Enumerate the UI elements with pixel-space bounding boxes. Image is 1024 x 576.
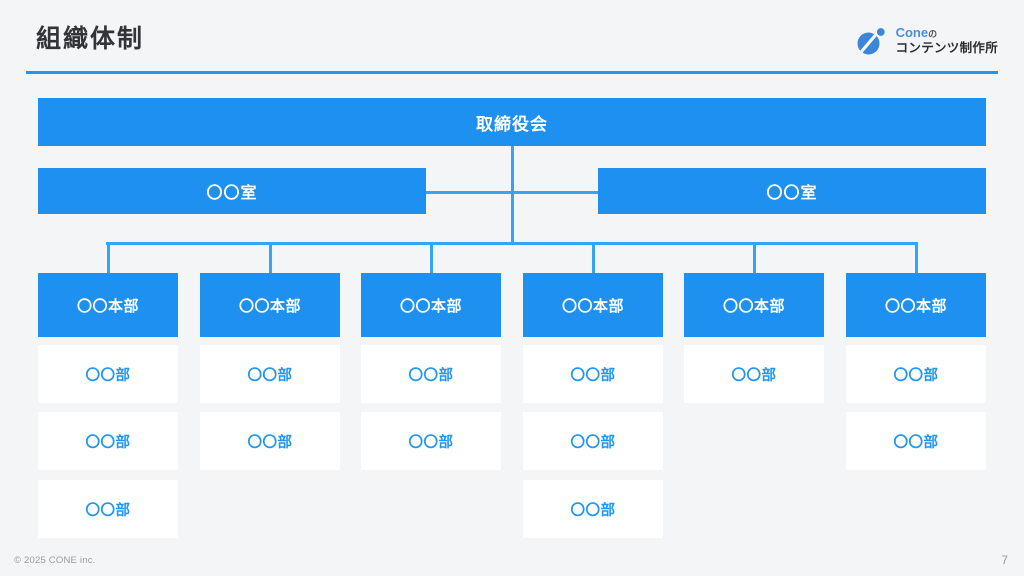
footer-copyright: © 2025 CONE inc. — [14, 555, 96, 566]
page-title: 組織体制 — [36, 25, 145, 53]
brand-logo: Coneの コンテンツ制作所 — [855, 22, 998, 60]
brand-logo-text: Coneの コンテンツ制作所 — [895, 25, 998, 56]
org-node-department-6-1-label: 〇〇部 — [893, 367, 939, 384]
connector-division-drop-1 — [107, 242, 110, 273]
org-node-department-2-2: 〇〇部 — [200, 412, 340, 470]
org-node-division-4: 〇〇本部 — [523, 273, 663, 337]
org-node-division-3-label: 〇〇本部 — [399, 297, 462, 315]
org-node-department-3-2: 〇〇部 — [361, 412, 501, 470]
org-node-division-5: 〇〇本部 — [684, 273, 824, 337]
org-node-division-1: 〇〇本部 — [38, 273, 178, 337]
connector-division-bus — [106, 242, 918, 245]
org-node-department-4-2-label: 〇〇部 — [570, 434, 616, 451]
org-node-division-2-label: 〇〇本部 — [238, 297, 301, 315]
org-node-division-2: 〇〇本部 — [200, 273, 340, 337]
org-node-office-2: 〇〇室 — [598, 168, 986, 214]
org-node-division-3: 〇〇本部 — [361, 273, 501, 337]
org-node-division-4-label: 〇〇本部 — [561, 297, 624, 315]
brand-name-suffix: の — [928, 29, 938, 40]
org-node-department-2-2-label: 〇〇部 — [247, 434, 293, 451]
org-node-department-2-1-label: 〇〇部 — [247, 367, 293, 384]
org-node-division-6: 〇〇本部 — [846, 273, 986, 337]
org-node-department-4-3-label: 〇〇部 — [570, 502, 616, 519]
connector-division-drop-2 — [269, 242, 272, 273]
org-node-department-1-2-label: 〇〇部 — [85, 434, 131, 451]
connector-trunk-vertical — [511, 146, 514, 245]
org-node-department-4-1: 〇〇部 — [523, 345, 663, 403]
org-node-department-1-1: 〇〇部 — [38, 345, 178, 403]
connector-office-right-link — [511, 191, 598, 194]
org-node-division-1-label: 〇〇本部 — [76, 297, 139, 315]
org-node-department-4-3: 〇〇部 — [523, 480, 663, 538]
org-node-department-3-1-label: 〇〇部 — [408, 367, 454, 384]
org-node-office-1-label: 〇〇室 — [206, 185, 258, 202]
org-node-department-4-1-label: 〇〇部 — [570, 367, 616, 384]
org-node-department-3-1: 〇〇部 — [361, 345, 501, 403]
connector-division-drop-3 — [430, 242, 433, 273]
title-divider-rule — [26, 71, 998, 74]
org-node-department-5-1-label: 〇〇部 — [731, 367, 777, 384]
connector-division-drop-4 — [592, 242, 595, 273]
org-node-department-1-3: 〇〇部 — [38, 480, 178, 538]
connector-office-left-link — [426, 191, 511, 194]
org-node-office-1: 〇〇室 — [38, 168, 426, 214]
org-node-office-2-label: 〇〇室 — [766, 185, 818, 202]
cone-circle-slash-icon — [855, 25, 887, 57]
org-node-department-1-1-label: 〇〇部 — [85, 367, 131, 384]
footer-page-number: 7 — [1001, 553, 1008, 567]
org-node-department-6-2: 〇〇部 — [846, 412, 986, 470]
org-node-division-6-label: 〇〇本部 — [884, 297, 947, 315]
org-node-department-5-1: 〇〇部 — [684, 345, 824, 403]
brand-name: Cone — [895, 25, 929, 41]
connector-division-drop-6 — [915, 242, 918, 273]
connector-division-drop-5 — [753, 242, 756, 273]
org-node-board: 取締役会 — [38, 98, 986, 146]
org-node-division-5-label: 〇〇本部 — [722, 297, 785, 315]
org-node-board-label: 取締役会 — [476, 114, 548, 134]
org-node-department-2-1: 〇〇部 — [200, 345, 340, 403]
org-node-department-1-3-label: 〇〇部 — [85, 502, 131, 519]
org-node-department-6-1: 〇〇部 — [846, 345, 986, 403]
brand-name-line: Coneの — [895, 25, 998, 41]
org-node-department-4-2: 〇〇部 — [523, 412, 663, 470]
brand-tagline: コンテンツ制作所 — [895, 41, 998, 56]
org-node-department-3-2-label: 〇〇部 — [408, 434, 454, 451]
org-node-department-1-2: 〇〇部 — [38, 412, 178, 470]
org-node-department-6-2-label: 〇〇部 — [893, 434, 939, 451]
